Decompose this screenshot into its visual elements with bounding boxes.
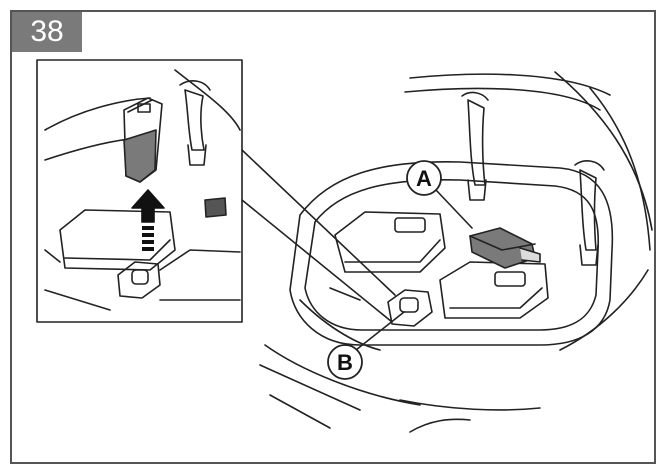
removed-battery (123, 97, 163, 183)
callout-b-circle (327, 344, 363, 380)
callout-a-leader (435, 189, 473, 229)
inset-scene (44, 69, 241, 311)
callout-a-label: A (416, 166, 432, 191)
up-arrow-icon (131, 189, 165, 251)
main-scene (259, 71, 653, 433)
callout-a-circle (406, 160, 442, 196)
step-number-badge: 38 (12, 12, 82, 52)
callout-b-leader (355, 311, 405, 351)
leader-line-upper (241, 149, 396, 296)
callout-b-label: B (337, 350, 353, 375)
leader-line-lower (241, 199, 393, 323)
battery-module (469, 227, 541, 269)
